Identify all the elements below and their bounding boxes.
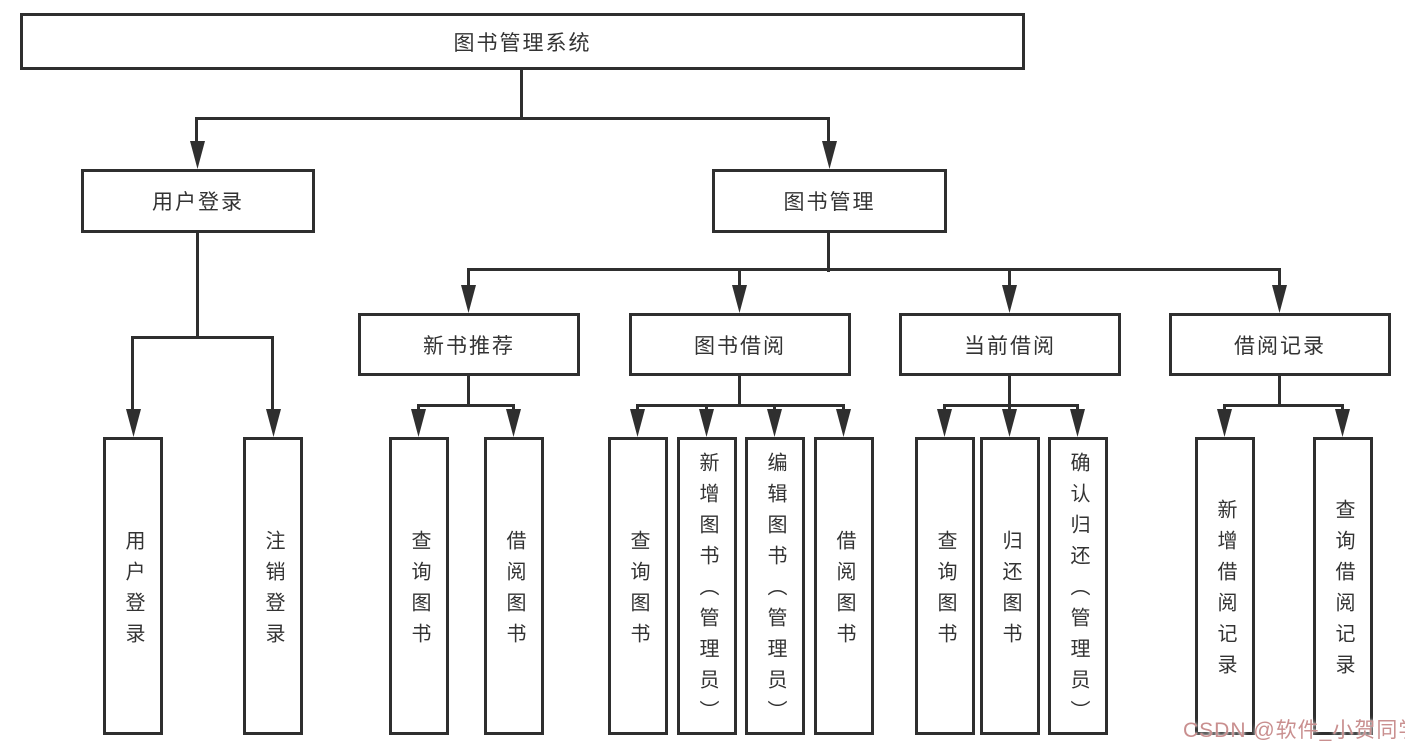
node-user-login: 用户登录 <box>81 169 315 233</box>
arrow-down-icon <box>1070 409 1085 437</box>
connector-stem <box>131 336 134 412</box>
leaf-query-books-recommend: 查询图书 <box>389 437 449 735</box>
leaf-add-borrow-record-label: 新增借阅记录 <box>1214 498 1236 685</box>
connector-stem <box>738 268 741 290</box>
arrow-down-icon <box>1217 409 1232 437</box>
connector-branch <box>636 404 845 407</box>
connector-drop <box>738 376 741 407</box>
arrow-down-icon <box>1272 285 1287 313</box>
leaf-edit-book-admin-label: 编辑图书（管理员） <box>764 452 786 731</box>
leaf-query-books-borrow: 查询图书 <box>608 437 668 735</box>
node-root: 图书管理系统 <box>20 13 1025 70</box>
leaf-query-books-recommend-label: 查询图书 <box>408 529 430 654</box>
leaf-add-book-admin-label: 新增图书（管理员） <box>696 452 718 731</box>
node-new-book-recommend-label: 新书推荐 <box>423 334 515 358</box>
connector-drop <box>1008 376 1011 407</box>
connector-stem <box>827 117 830 145</box>
connector-stem <box>467 268 470 290</box>
arrow-down-icon <box>1335 409 1350 437</box>
arrow-down-icon <box>767 409 782 437</box>
leaf-borrow-books-label: 借阅图书 <box>833 529 855 654</box>
arrow-down-icon <box>732 285 747 313</box>
node-new-book-recommend: 新书推荐 <box>358 313 580 376</box>
node-borrow-records-label: 借阅记录 <box>1234 334 1326 358</box>
node-book-borrow: 图书借阅 <box>629 313 851 376</box>
arrow-down-icon <box>461 285 476 313</box>
leaf-user-login: 用户登录 <box>103 437 163 735</box>
node-book-borrow-label: 图书借阅 <box>694 334 786 358</box>
connector-branch <box>943 404 1079 407</box>
connector-userlogin-drop <box>196 233 199 339</box>
leaf-borrow-books: 借阅图书 <box>814 437 874 735</box>
arrow-down-icon <box>506 409 521 437</box>
arrow-down-icon <box>630 409 645 437</box>
leaf-confirm-return-admin-label: 确认归还（管理员） <box>1067 452 1089 731</box>
node-book-management-label: 图书管理 <box>783 191 876 214</box>
node-current-borrow-label: 当前借阅 <box>964 334 1056 358</box>
node-borrow-records: 借阅记录 <box>1169 313 1391 376</box>
connector-stem <box>1278 268 1281 290</box>
leaf-query-books-borrow-label: 查询图书 <box>627 529 649 654</box>
node-user-login-label: 用户登录 <box>152 191 244 214</box>
node-root-label: 图书管理系统 <box>453 31 592 55</box>
leaf-add-book-admin: 新增图书（管理员） <box>677 437 737 735</box>
leaf-query-books-current-label: 查询图书 <box>934 529 956 654</box>
connector-branch <box>417 404 515 407</box>
leaf-edit-book-admin: 编辑图书（管理员） <box>745 437 805 735</box>
leaf-borrow-books-recommend: 借阅图书 <box>484 437 544 735</box>
arrow-down-icon <box>190 141 205 169</box>
connector-userlogin-branch <box>131 336 274 339</box>
connector-stem <box>1008 268 1011 290</box>
arrow-down-icon <box>1002 285 1017 313</box>
connector-root-drop <box>520 68 523 120</box>
leaf-query-borrow-record: 查询借阅记录 <box>1313 437 1373 735</box>
arrow-down-icon <box>937 409 952 437</box>
leaf-add-borrow-record: 新增借阅记录 <box>1195 437 1255 735</box>
leaf-borrow-books-recommend-label: 借阅图书 <box>503 529 525 654</box>
leaf-return-book-label: 归还图书 <box>999 529 1021 654</box>
arrow-down-icon <box>822 141 837 169</box>
leaf-logout: 注销登录 <box>243 437 303 735</box>
leaf-confirm-return-admin: 确认归还（管理员） <box>1048 437 1108 735</box>
connector-root-branch <box>196 117 830 120</box>
node-current-borrow: 当前借阅 <box>899 313 1121 376</box>
arrow-down-icon <box>126 409 141 437</box>
arrow-down-icon <box>699 409 714 437</box>
connector-bookmgmt-branch <box>467 268 1281 271</box>
arrow-down-icon <box>266 409 281 437</box>
connector-bookmgmt-drop <box>827 233 830 272</box>
arrow-down-icon <box>1002 409 1017 437</box>
arrow-down-icon <box>411 409 426 437</box>
connector-branch <box>1223 404 1344 407</box>
connector-drop <box>467 376 470 407</box>
leaf-query-books-current: 查询图书 <box>915 437 975 735</box>
leaf-user-login-label: 用户登录 <box>122 529 144 654</box>
leaf-return-book: 归还图书 <box>980 437 1040 735</box>
watermark: CSDN @软件_小贺同学 <box>1183 719 1405 742</box>
connector-stem <box>195 117 198 145</box>
node-book-management: 图书管理 <box>712 169 947 233</box>
leaf-logout-label: 注销登录 <box>262 529 284 654</box>
arrow-down-icon <box>836 409 851 437</box>
leaf-query-borrow-record-label: 查询借阅记录 <box>1332 498 1354 685</box>
connector-stem <box>271 336 274 412</box>
connector-drop <box>1278 376 1281 407</box>
